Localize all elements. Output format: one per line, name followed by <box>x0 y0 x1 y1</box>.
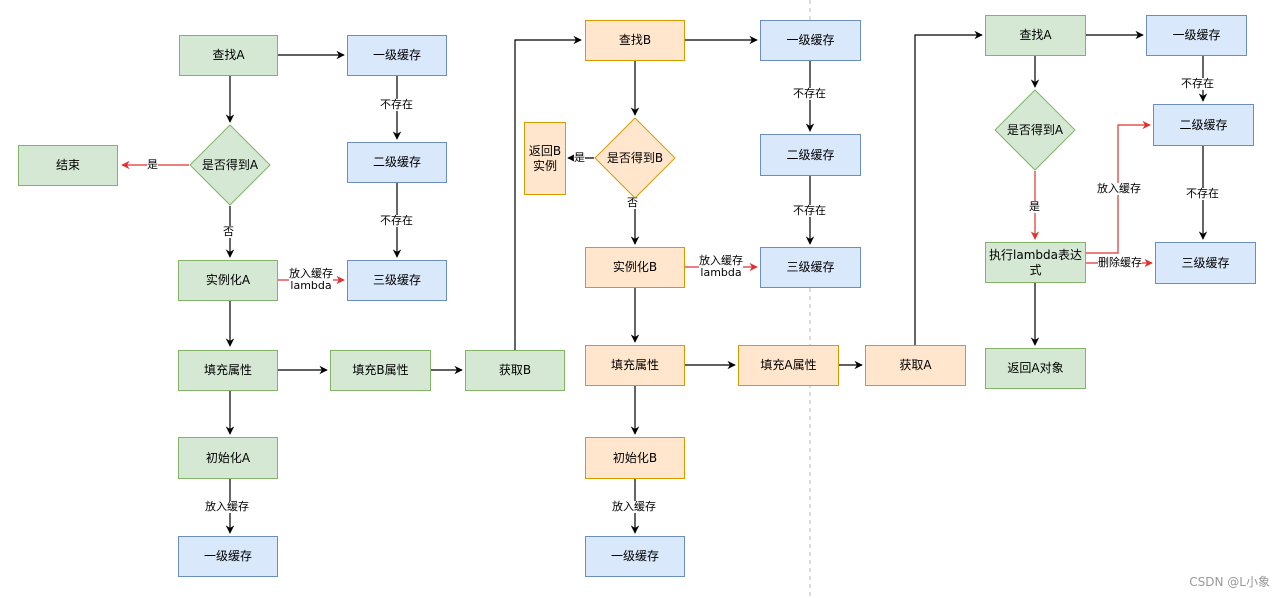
node-l1-cache-bottom: 一级缓存 <box>585 536 685 577</box>
edge-arrow <box>514 35 582 350</box>
edge-label: 放入缓存 <box>612 500 656 513</box>
node-l2-cache: 二级缓存 <box>760 134 861 176</box>
edge-label: 是 <box>574 151 585 164</box>
edge-label: 放入缓存 lambda <box>699 254 743 279</box>
edge-label: 不存在 <box>380 98 413 111</box>
node-fill-a-properties: 填充A属性 <box>738 345 839 386</box>
node-instantiate-a: 实例化A <box>178 260 278 301</box>
node-instantiate-b: 实例化B <box>585 247 685 288</box>
edge-label: 不存在 <box>1186 187 1219 200</box>
node-init-a: 初始化A <box>178 437 278 479</box>
edge-arrow <box>914 30 983 345</box>
node-fill-b-properties: 填充B属性 <box>330 350 431 391</box>
node-find-a: 查找A <box>179 35 278 76</box>
node-init-b: 初始化B <box>585 437 685 479</box>
node-l3-cache: 三级缓存 <box>347 260 447 301</box>
edge-label: 否 <box>627 196 638 209</box>
node-l3-cache: 三级缓存 <box>760 247 861 288</box>
node-get-b: 获取B <box>465 350 565 391</box>
node-fill-properties: 填充属性 <box>178 350 278 391</box>
edge-label: 放入缓存 <box>1097 182 1141 195</box>
node-l3-cache: 三级缓存 <box>1155 242 1256 284</box>
edge-label: 放入缓存 <box>205 500 249 513</box>
edge-label: 放入缓存 lambda <box>289 267 333 292</box>
node-l2-cache: 二级缓存 <box>1153 104 1254 146</box>
decision-got-a: 是否得到A <box>1006 122 1064 137</box>
node-l1-cache: 一级缓存 <box>760 20 861 61</box>
node-find-a: 查找A <box>985 15 1086 56</box>
node-fill-properties: 填充属性 <box>585 345 685 386</box>
edge-label: 否 <box>223 225 234 238</box>
node-find-b: 查找B <box>585 20 685 61</box>
edge-label: 是 <box>147 158 158 171</box>
node-exec-lambda: 执行lambda表达式 <box>985 242 1086 283</box>
node-l1-cache-bottom: 一级缓存 <box>178 536 278 577</box>
watermark: CSDN @L小象 <box>1189 575 1270 589</box>
node-l1-cache: 一级缓存 <box>1146 15 1247 56</box>
node-return-b-instance: 返回B实例 <box>524 122 566 195</box>
node-l2-cache: 二级缓存 <box>347 142 447 183</box>
decision-diamond <box>994 89 1076 171</box>
edge-label: 不存在 <box>380 214 413 227</box>
node-get-a: 获取A <box>865 345 966 386</box>
decision-diamond <box>189 124 271 206</box>
edge-label: 删除缓存 <box>1098 256 1142 269</box>
decision-got-b: 是否得到B <box>606 150 664 165</box>
node-l1-cache: 一级缓存 <box>347 35 447 76</box>
edge-label: 不存在 <box>793 87 826 100</box>
decision-got-a: 是否得到A <box>201 157 259 172</box>
edge-label: 不存在 <box>793 204 826 217</box>
edge-label: 不存在 <box>1181 77 1214 90</box>
edge-label: 是 <box>1029 200 1040 213</box>
node-end: 结束 <box>18 145 118 186</box>
node-return-a-object: 返回A对象 <box>985 348 1086 389</box>
